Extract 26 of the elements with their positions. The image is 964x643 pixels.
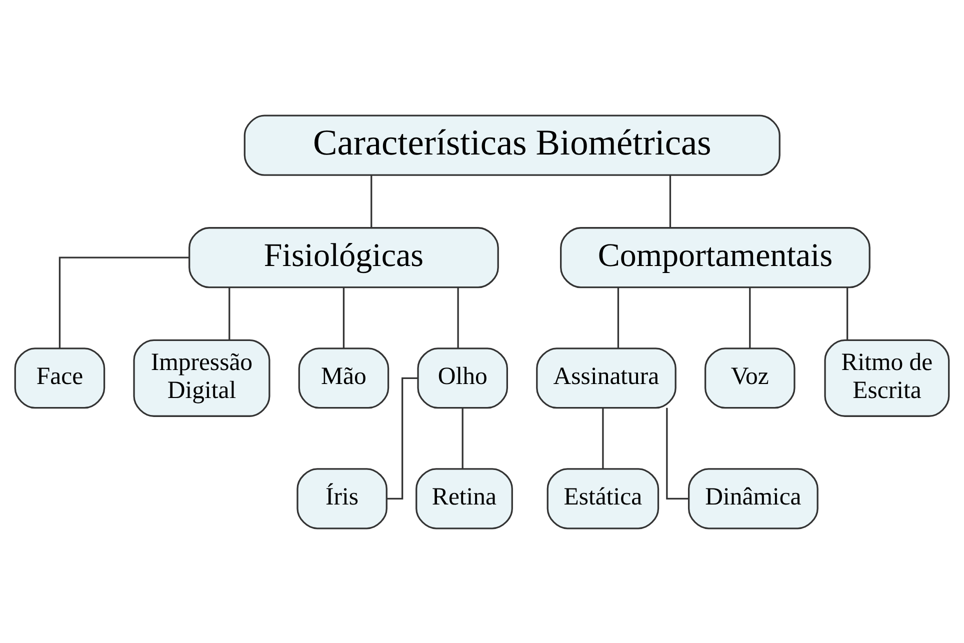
node-box: Assinatura [536, 347, 676, 408]
connector [228, 286, 230, 340]
connector [749, 286, 751, 348]
connector [846, 286, 848, 340]
node-box: Íris [296, 468, 388, 529]
connector [666, 407, 689, 499]
node-box: Mão [298, 347, 390, 408]
node-box: Características Biométricas [244, 114, 780, 176]
node-box: Face [14, 347, 106, 408]
node-box: Ritmo de Escrita [824, 338, 950, 416]
node-box: Retina [416, 468, 513, 529]
connector [342, 286, 345, 348]
node-box: Dinâmica [688, 468, 818, 529]
connector [617, 286, 620, 348]
node-box: Impressão Digital [133, 338, 270, 416]
node-box: Estática [546, 468, 660, 529]
node-box: Comportamentais [560, 226, 870, 288]
connector [669, 174, 672, 227]
node-box: Olho [417, 347, 508, 408]
connector [602, 407, 604, 468]
connector [462, 407, 464, 468]
node-box: Voz [704, 347, 796, 408]
connector [457, 286, 459, 348]
node-box: Fisiológicas [188, 226, 499, 288]
connector [58, 256, 190, 348]
connector [370, 174, 372, 227]
